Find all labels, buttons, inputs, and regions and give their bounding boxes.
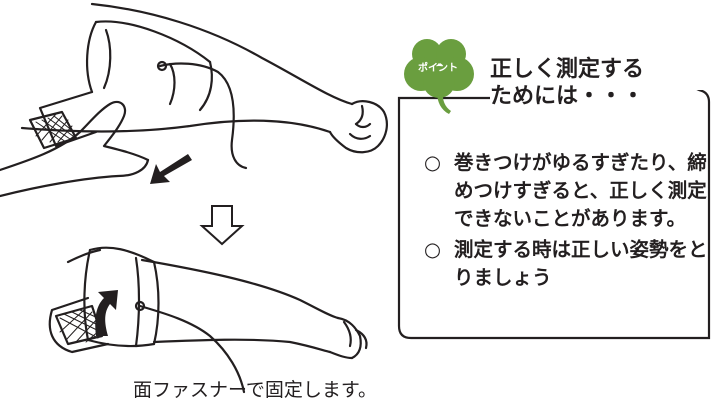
circle-bullet-icon: ○ xyxy=(424,151,442,174)
tips-title-line: ためには・・・ xyxy=(490,84,645,109)
clover-icon xyxy=(404,39,474,114)
point-badge-label: ポイント xyxy=(418,63,458,74)
illustration-caption: 面ファスナーで固定します。 xyxy=(133,379,377,401)
arrow-down-left-icon xyxy=(150,154,192,184)
tip-text: 巻きつけがゆるすぎたり、締めつけすぎると、正しく測定できないことがあります。 xyxy=(454,151,707,230)
cuff-icon xyxy=(28,20,248,170)
tips-title: 正しく測定する ためには・・・ xyxy=(490,56,644,110)
arm-icon xyxy=(66,248,368,360)
arrow-down-icon xyxy=(199,205,245,246)
arm-icon xyxy=(20,2,388,154)
tips-list: ○ 巻きつけがゆるすぎたり、締めつけすぎると、正しく測定できないことがあります。… xyxy=(424,149,714,295)
tips-title-line: 正しく測定する xyxy=(490,57,645,82)
arrow-up-icon xyxy=(95,290,118,336)
tips-box-frame xyxy=(397,90,711,340)
tip-text: 測定する時は正しい姿勢をとりましょう xyxy=(454,238,708,289)
cuff-icon xyxy=(48,246,246,394)
circle-bullet-icon: ○ xyxy=(424,238,442,261)
tip-item: ○ 巻きつけがゆるすぎたり、締めつけすぎると、正しく測定できないことがあります。 xyxy=(424,149,714,233)
tip-item: ○ 測定する時は正しい姿勢をとりましょう xyxy=(424,236,714,292)
point-badge xyxy=(393,36,489,116)
hand-icon xyxy=(0,100,150,198)
